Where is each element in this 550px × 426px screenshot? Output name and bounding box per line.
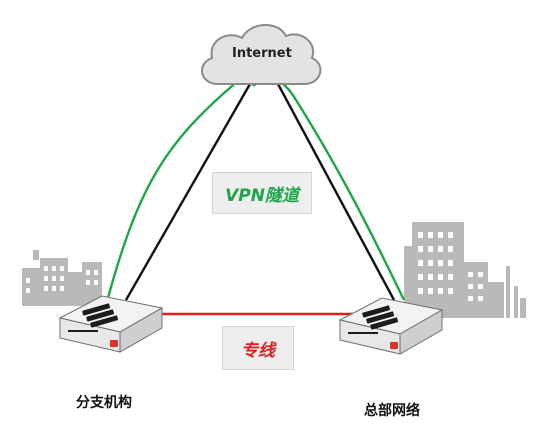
cloud-icon (201, 24, 322, 85)
link-branch-internet (124, 83, 252, 301)
link-hq-internet (276, 83, 396, 301)
branch-building-icon (22, 250, 102, 306)
hq-building-icon (404, 222, 526, 318)
branch-label: 分支机构 (76, 395, 132, 411)
internet-label: Internet (232, 46, 292, 61)
branch-firewall-device-icon (58, 295, 164, 353)
hq-firewall-device-icon (338, 297, 444, 355)
dedicated-line-label: 专线 (222, 326, 294, 370)
hq-label: 总部网络 (364, 403, 420, 419)
vpn-tunnel-label: VPN隧道 (212, 172, 312, 214)
